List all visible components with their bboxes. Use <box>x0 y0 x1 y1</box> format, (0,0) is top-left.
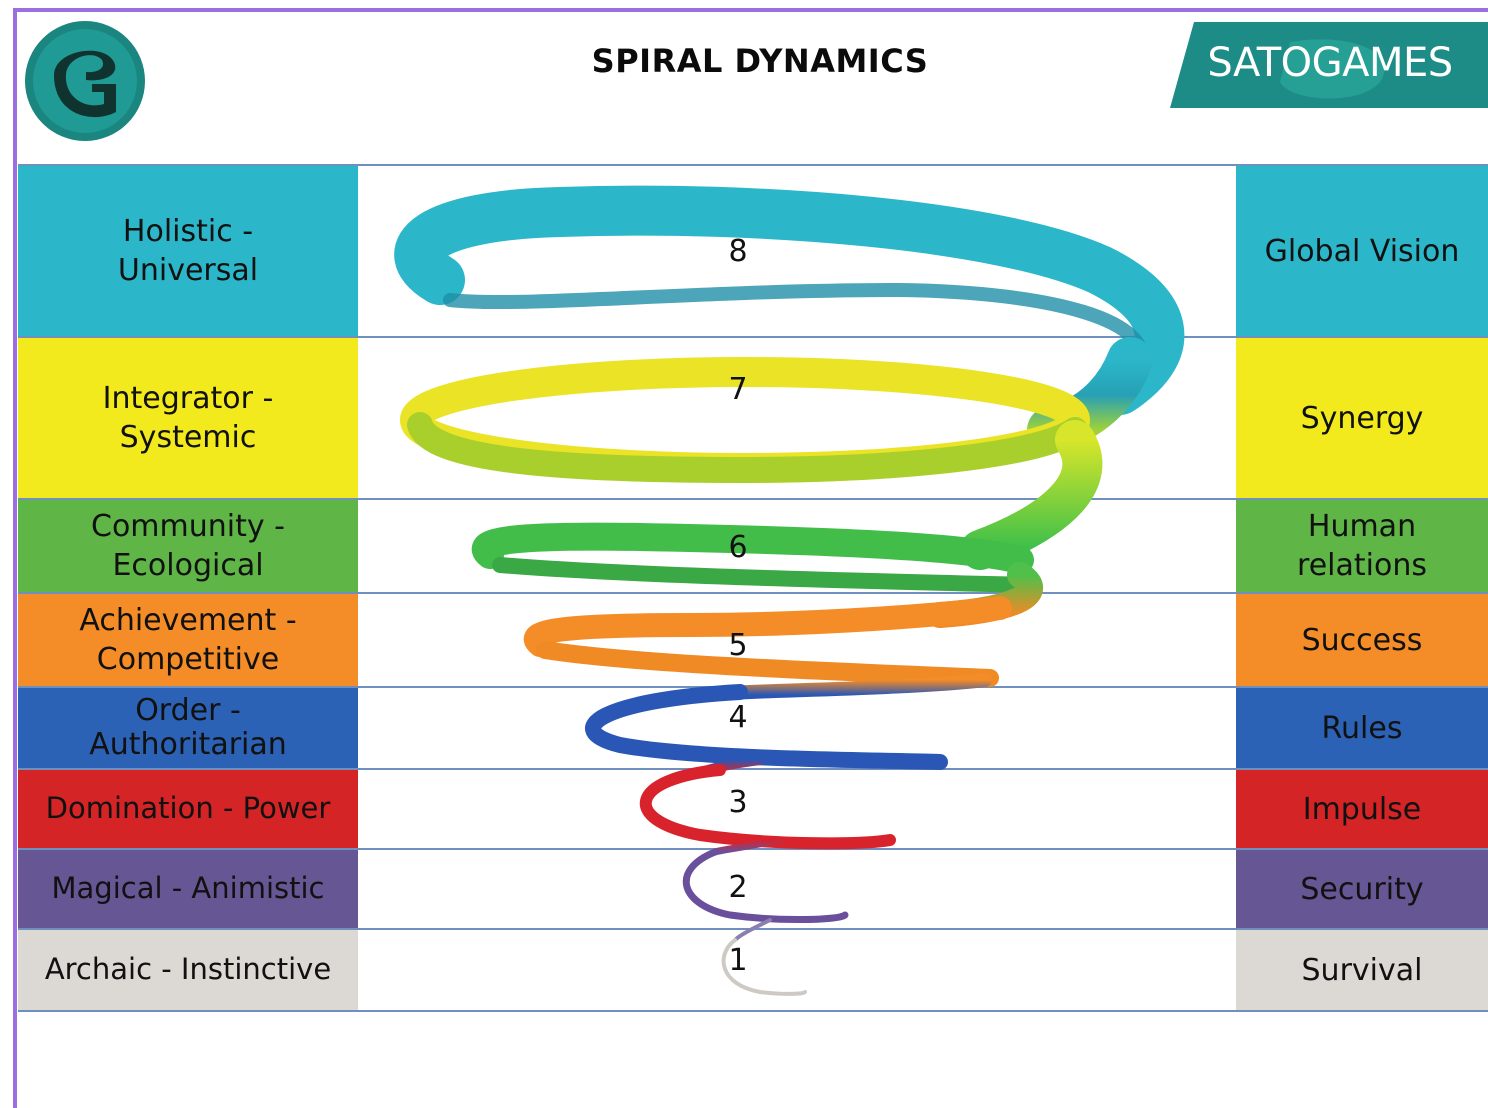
level-number-7: 7 <box>728 372 748 407</box>
level-number-1: 1 <box>728 943 748 978</box>
level-7-value: Synergy <box>1236 338 1488 498</box>
level-2-label: Magical - Animistic <box>18 850 358 928</box>
level-3-label: Domination - Power <box>18 770 358 848</box>
brand-name: SATOGAMES <box>1207 40 1453 86</box>
level-8-value: Global Vision <box>1236 166 1488 336</box>
level-4-value: Rules <box>1236 688 1488 768</box>
level-6-value: Human relations <box>1236 500 1488 592</box>
level-8-label: Holistic - Universal <box>18 166 358 336</box>
sg-circle-logo-icon <box>25 21 145 141</box>
level-number-2: 2 <box>728 870 748 905</box>
level-7-label: Integrator - Systemic <box>18 338 358 498</box>
level-number-3: 3 <box>728 785 748 820</box>
level-row-4: Order - Authoritarian Rules <box>18 688 1488 770</box>
page-frame <box>13 8 1488 1108</box>
brand-badge <box>1170 22 1488 108</box>
level-number-5: 5 <box>728 628 748 663</box>
level-1-value: Survival <box>1236 930 1488 1010</box>
level-row-6: Community - Ecological Human relations <box>18 500 1488 594</box>
level-6-label: Community - Ecological <box>18 500 358 592</box>
level-3-value: Impulse <box>1236 770 1488 848</box>
level-1-label: Archaic - Instinctive <box>18 930 358 1010</box>
level-4-label: Order - Authoritarian <box>18 688 358 768</box>
level-5-label: Achievement - Competitive <box>18 594 358 686</box>
level-row-7: Integrator - Systemic Synergy <box>18 338 1488 500</box>
level-number-8: 8 <box>728 234 748 269</box>
level-row-8: Holistic - Universal Global Vision <box>18 164 1488 338</box>
level-5-value: Success <box>1236 594 1488 686</box>
level-2-value: Security <box>1236 850 1488 928</box>
level-row-5: Achievement - Competitive Success <box>18 594 1488 688</box>
level-row-1: Archaic - Instinctive Survival <box>18 930 1488 1012</box>
page-title: SPIRAL DYNAMICS <box>591 42 929 80</box>
level-row-3: Domination - Power Impulse <box>18 770 1488 850</box>
level-number-4: 4 <box>728 700 748 735</box>
level-number-6: 6 <box>728 530 748 565</box>
